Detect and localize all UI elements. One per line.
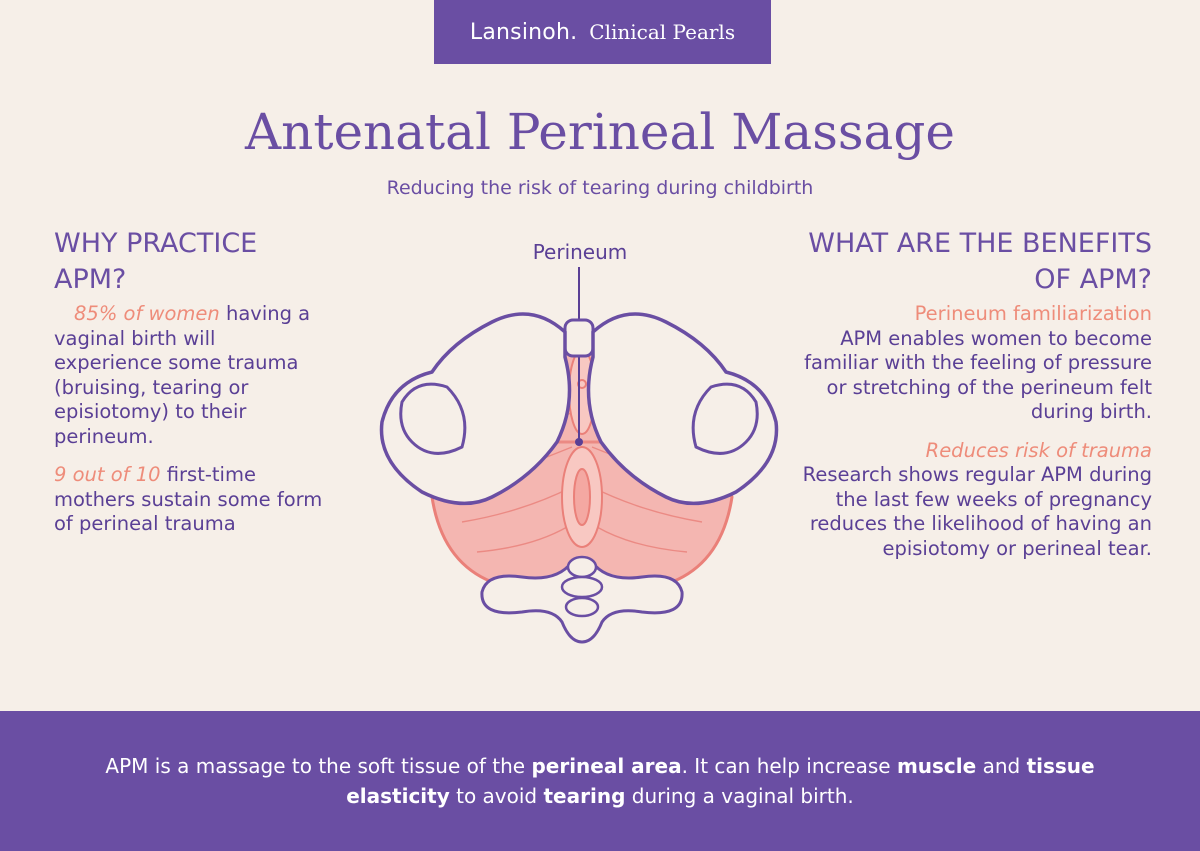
right-hip-bone — [586, 312, 779, 506]
footer-text: APM is a massage to the soft tissue of t… — [105, 754, 526, 778]
coccyx-bone — [560, 555, 604, 618]
page-subtitle: Reducing the risk of tearing during chil… — [386, 177, 814, 199]
benefit-2-title: Reduces risk of trauma — [925, 438, 1152, 462]
stat-1-highlight: 85% of women — [74, 302, 220, 325]
pelvic-floor-diagram — [379, 267, 779, 644]
benefit-2-text: Research shows regular APM during the la… — [802, 463, 1152, 560]
benefits-section: WHAT ARE THE BENEFITS OF APM? Perineum f… — [792, 226, 1152, 575]
footer-emphasis: elasticity — [346, 784, 450, 808]
why-practice-heading: WHY PRACTICE APM? — [54, 228, 258, 295]
benefit-1-title: Perineum familiarization — [914, 302, 1152, 325]
stat-2-highlight: 9 out of 10 — [54, 463, 161, 486]
footer-banner: APM is a massage to the soft tissue of t… — [0, 711, 1200, 851]
brand-logo: Lansinoh. — [469, 19, 578, 45]
footer-text: and — [982, 754, 1021, 778]
footer-text: during a vaginal birth. — [631, 784, 854, 808]
series-label: Clinical Pearls — [589, 20, 736, 44]
footer-text: . It can help increase — [681, 754, 891, 778]
benefit-1-text: APM enables women to become familiar wit… — [804, 326, 1152, 424]
left-hip-bone — [379, 312, 572, 506]
benefit-2: Reduces risk of trauma Research shows re… — [792, 439, 1152, 562]
stat-paragraph-2: 9 out of 10 first-time mothers sustain s… — [54, 463, 324, 537]
footer-emphasis: tissue — [1026, 754, 1095, 778]
page-title: Antenatal Perineal Massage — [245, 103, 955, 161]
stat-1-text: having a vaginal birth will experience s… — [54, 302, 311, 448]
benefit-1: Perineum familiarization APM enables wom… — [792, 302, 1152, 425]
pubic-symphysis — [563, 318, 595, 358]
benefits-heading: WHAT ARE THE BENEFITS OF APM? — [808, 228, 1152, 295]
footer-line-1: APM is a massage to the soft tissue of t… — [105, 751, 1094, 781]
stat-2-text: first-time mothers sustain some form of … — [54, 463, 323, 535]
footer-emphasis: tearing — [543, 784, 626, 808]
footer-text: to avoid — [456, 784, 538, 808]
perineum-label: Perineum — [532, 240, 628, 264]
footer-line-2: elasticity to avoid tearing during a vag… — [346, 781, 854, 811]
why-practice-section: WHY PRACTICE APM? 85% of women having a … — [54, 226, 324, 551]
stat-paragraph-1: 85% of women having a vaginal birth will… — [54, 302, 324, 449]
footer-emphasis: muscle — [896, 754, 977, 778]
brand-badge: Lansinoh. Clinical Pearls — [434, 0, 771, 64]
footer-emphasis: perineal area — [531, 754, 682, 778]
